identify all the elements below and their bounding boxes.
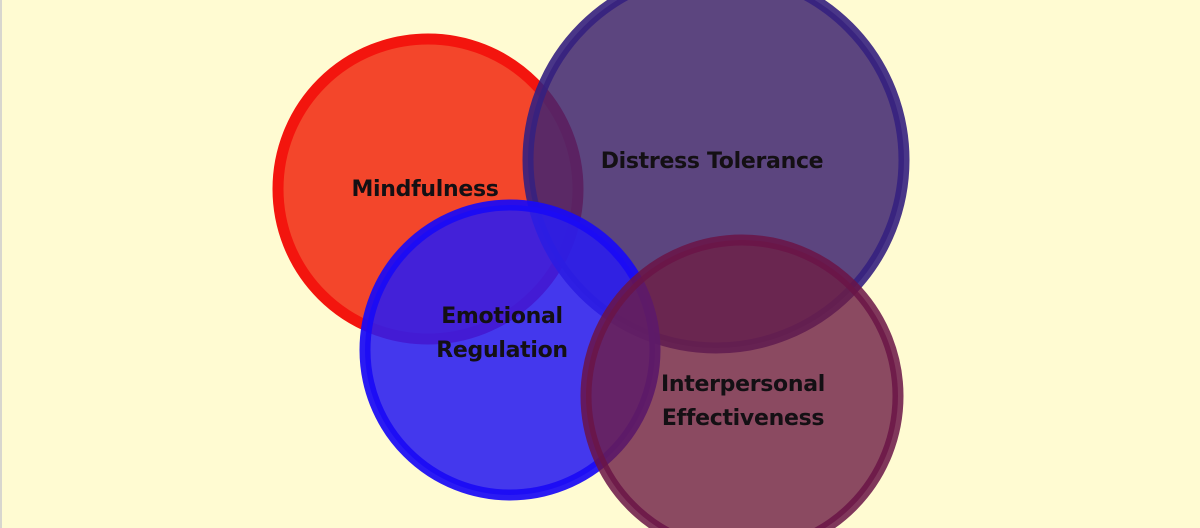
page-left-border <box>0 0 2 528</box>
label-line: Emotional <box>441 304 563 329</box>
label-line: Interpersonal <box>661 372 825 397</box>
label-line: Mindfulness <box>351 177 498 202</box>
label-line: Effectiveness <box>662 406 825 431</box>
circle-interpersonal-effectiveness <box>580 234 904 528</box>
label-distress-tolerance: Distress Tolerance <box>601 149 824 174</box>
label-line: Distress Tolerance <box>601 149 824 174</box>
label-line: Regulation <box>436 338 568 363</box>
label-mindfulness: Mindfulness <box>351 177 498 202</box>
